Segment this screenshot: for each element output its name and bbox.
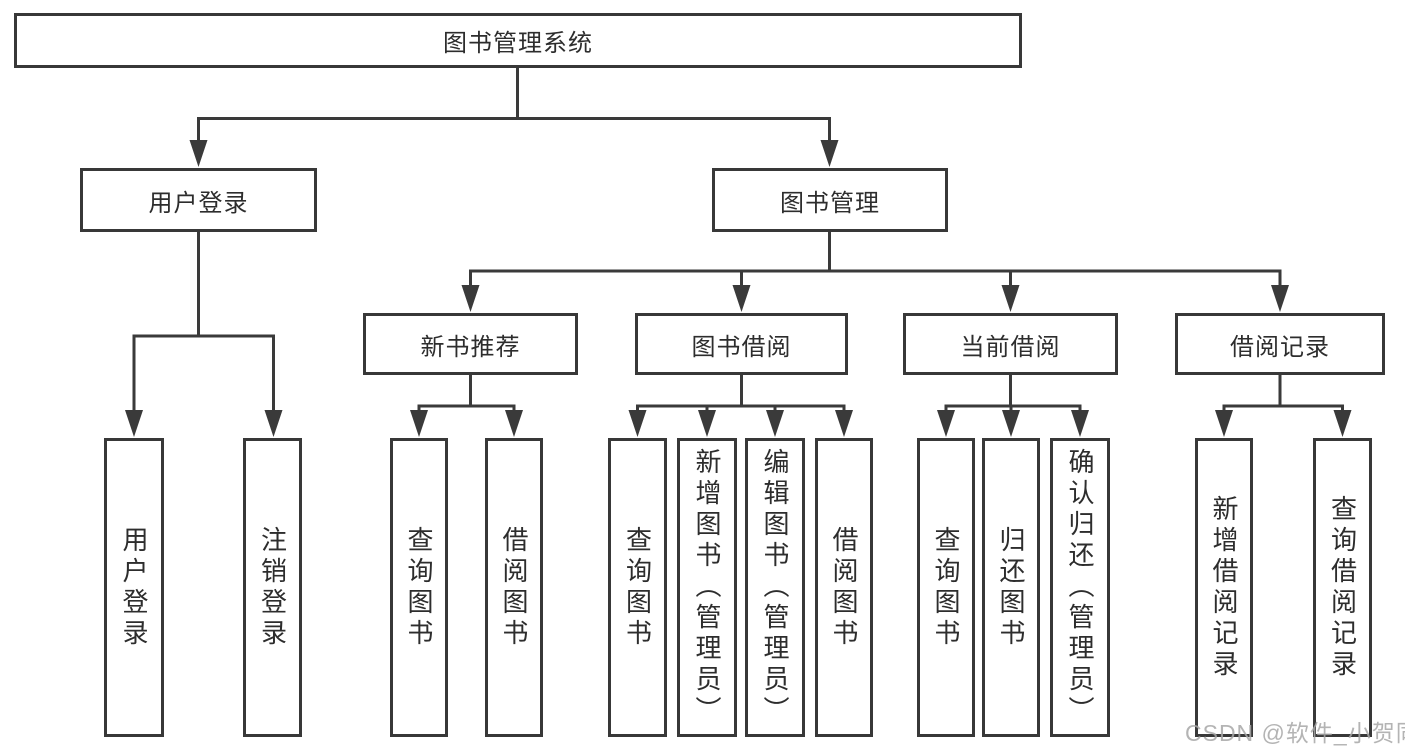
node-add-books-admin: 新增图书（管理员）: [677, 438, 737, 737]
node-label: 注销登录: [257, 525, 288, 650]
node-label: 归还图书: [996, 525, 1026, 650]
node-label: 查询借阅记录: [1327, 494, 1358, 681]
node-new-book-recommend: 新书推荐: [363, 313, 578, 375]
node-logout: 注销登录: [243, 438, 302, 737]
node-user-login-leaf: 用户登录: [104, 438, 164, 737]
node-query-books-current: 查询图书: [917, 438, 975, 737]
node-book-borrow: 图书借阅: [635, 313, 848, 375]
node-label: 确认归还（管理员）: [1065, 448, 1095, 727]
csdn-watermark: CSDN @软件_小贺同学: [1185, 720, 1405, 746]
node-label: 图书借阅: [691, 333, 792, 361]
node-query-borrow-record: 查询借阅记录: [1313, 438, 1372, 737]
node-query-books-recommend: 查询图书: [390, 438, 448, 737]
node-label: 编辑图书（管理员）: [760, 448, 790, 727]
node-label: 用户登录: [119, 525, 149, 650]
node-label: 新增图书（管理员）: [692, 448, 722, 727]
node-confirm-return-admin: 确认归还（管理员）: [1050, 438, 1110, 737]
node-edit-books-admin: 编辑图书（管理员）: [745, 438, 805, 737]
node-library-management-system: 图书管理系统: [14, 13, 1022, 68]
node-borrow-books-recommend: 借阅图书: [485, 438, 543, 737]
node-label: 查询图书: [622, 525, 653, 650]
node-label: 新书推荐: [420, 333, 521, 361]
node-label: 用户登录: [148, 189, 249, 217]
node-label: 借阅图书: [829, 525, 859, 650]
node-query-books-borrow: 查询图书: [608, 438, 667, 737]
node-borrow-records: 借阅记录: [1175, 313, 1385, 375]
node-label: 查询图书: [404, 525, 434, 650]
node-add-borrow-record: 新增借阅记录: [1195, 438, 1253, 737]
node-label: 借阅图书: [499, 525, 529, 650]
node-label: 借阅记录: [1230, 333, 1330, 361]
node-return-books: 归还图书: [982, 438, 1040, 737]
node-label: 当前借阅: [960, 333, 1061, 361]
node-label: 查询图书: [931, 525, 961, 650]
node-label: 图书管理: [780, 189, 880, 217]
node-borrow-books-leaf: 借阅图书: [815, 438, 873, 737]
node-user-login: 用户登录: [80, 168, 317, 232]
node-book-management: 图书管理: [712, 168, 948, 232]
node-current-borrow: 当前借阅: [903, 313, 1118, 375]
node-label: 新增借阅记录: [1209, 494, 1239, 681]
node-label: 图书管理系统: [443, 30, 593, 57]
